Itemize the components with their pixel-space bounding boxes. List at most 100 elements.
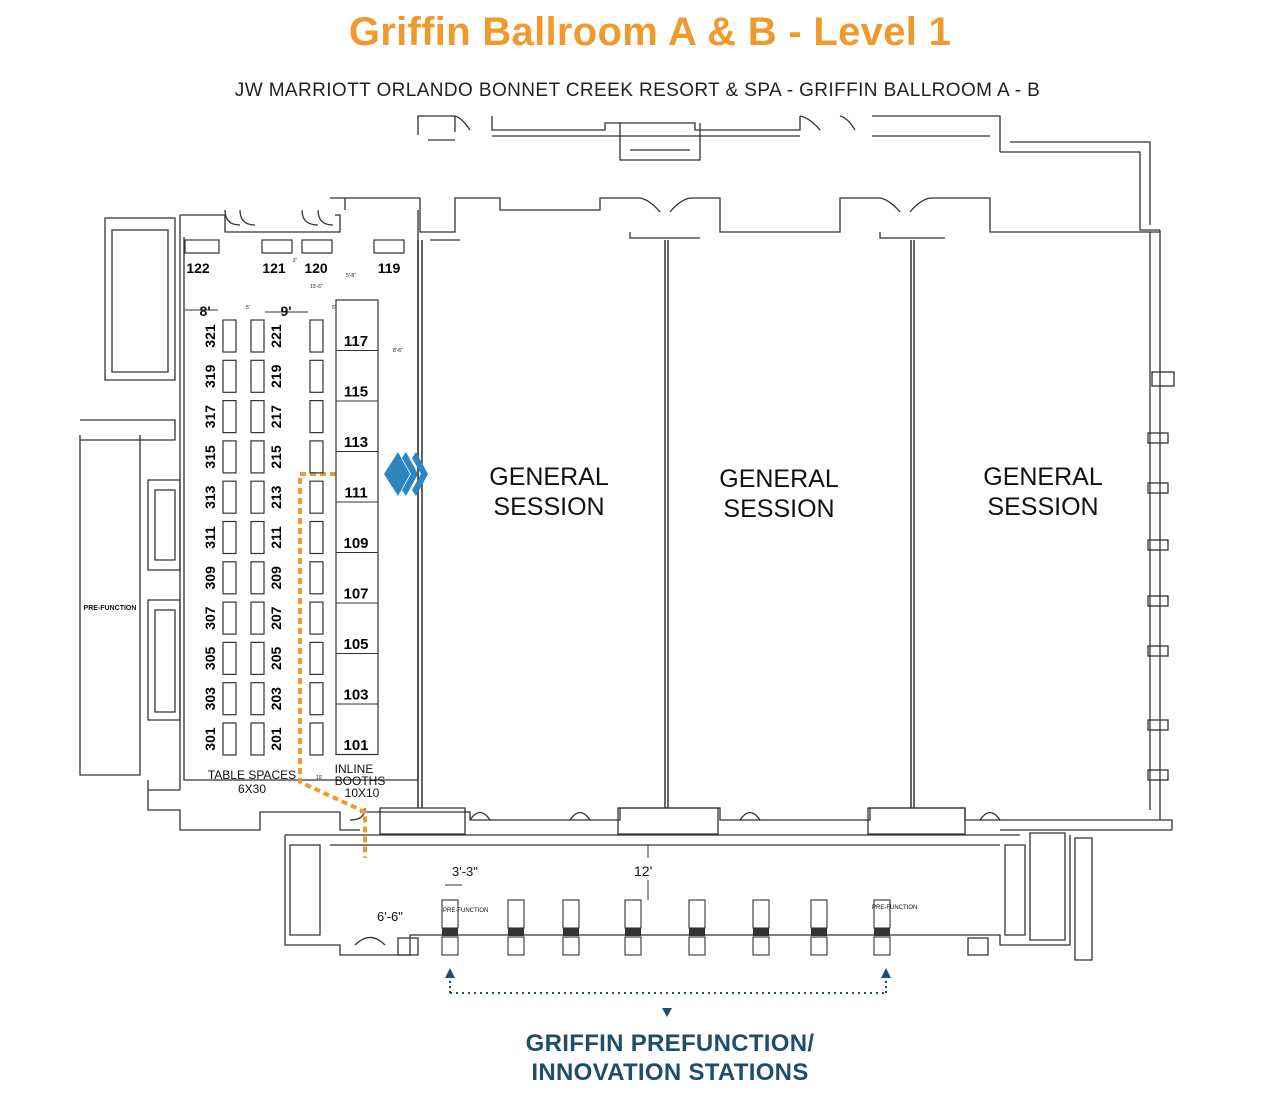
booth-number-307: 307 [202,606,218,630]
table-space-table-319[interactable] [222,359,237,393]
booth-number-319: 319 [202,364,218,388]
booth-number-313: 313 [202,485,218,509]
booth-number-115[interactable]: 115 [344,384,368,401]
dimension-small-5: 5'-8" [346,273,356,279]
station-base [753,928,769,936]
table-space-table-309[interactable] [222,561,237,595]
dimension-marks [185,309,649,900]
booth-number-219: 219 [268,364,284,388]
table-space-table-213[interactable] [250,480,265,514]
booth-number-103[interactable]: 103 [343,687,368,704]
booth-number-207: 207 [268,606,284,630]
booth-number-215: 215 [268,445,284,469]
innovation-station[interactable] [562,899,580,929]
table-space-table-209[interactable] [250,561,265,595]
booth-number-101[interactable]: 101 [343,737,368,754]
booth-number-217: 217 [268,405,284,429]
booth-number-221: 221 [268,324,284,348]
table-space-inner[interactable] [309,520,324,555]
dimension-station-width: 3'-3" [452,864,478,879]
table-space-table-313[interactable] [222,480,237,514]
table-space-table-307[interactable] [222,601,237,635]
innovation-station[interactable] [752,899,770,929]
station-base [442,928,458,936]
booth-number-301: 301 [202,727,218,751]
prefunction-corridor-label-1: PRE-FUNCTION [443,908,488,914]
booth-number-315: 315 [202,445,218,469]
innovation-station[interactable] [507,899,525,929]
station-base [811,928,827,936]
innovation-station[interactable] [810,899,828,929]
table-space-table-317[interactable] [222,400,237,434]
table-space-table-215[interactable] [250,440,265,474]
prefunction-side-label: PRE-FUNCTION [84,605,137,612]
dimension-small-7: 10' [316,775,323,781]
table-space-inner[interactable] [309,480,324,514]
table-space-inner[interactable] [309,400,324,434]
table-space-table-301[interactable] [222,722,237,756]
dimension-12ft: 12' [634,863,652,879]
booth-number-321: 321 [202,324,218,348]
room-label-a-line1: GENERAL [489,463,609,491]
booth-number-105[interactable]: 105 [343,636,368,653]
station-base [508,928,524,936]
booth-number-209: 209 [268,566,284,590]
table-space-table-217[interactable] [250,400,265,434]
booth-number-111[interactable]: 111 [344,485,367,502]
booth-number-119: 119 [378,260,401,276]
table-spaces-label: TABLE SPACES [208,768,296,782]
dimension-8ft: 8' [199,303,210,319]
table-space-table-315[interactable] [222,440,237,474]
table-spaces-size: 6X30 [238,782,266,796]
table-space-table-203[interactable] [250,682,265,716]
booth-number-311: 311 [202,526,218,549]
room-label-c-line2: SESSION [987,493,1098,521]
table-space-inner[interactable] [309,601,324,635]
table-space-table-211[interactable] [250,520,265,555]
top-row-booths [184,239,405,254]
table-space-table-207[interactable] [250,601,265,635]
station-column [688,936,706,956]
innovation-station[interactable] [624,899,642,929]
table-space-inner[interactable] [309,561,324,595]
table-space-inner[interactable] [309,641,324,676]
station-column [562,936,580,956]
table-space-table-311[interactable] [222,520,237,555]
dimension-station-depth: 6'-6" [377,909,403,924]
booth-number-317: 317 [202,405,218,429]
walking-route [298,472,367,858]
table-space-inner[interactable] [309,440,324,474]
booth-number-107[interactable]: 107 [343,586,368,603]
innovation-station[interactable] [441,899,459,929]
table-space-table-205[interactable] [250,641,265,676]
page-title: Griffin Ballroom A & B - Level 1 [348,10,952,54]
innovation-station[interactable] [688,899,706,929]
dimension-small-1: 5' [246,305,250,311]
booth-number-117[interactable]: 117 [344,333,368,350]
booth-number-203: 203 [268,687,284,711]
table-space-table-305[interactable] [222,641,237,676]
table-space-table-221[interactable] [250,319,265,353]
table-space-inner[interactable] [309,682,324,716]
table-space-inner[interactable] [309,319,324,353]
booth-number-109[interactable]: 109 [343,535,368,552]
dimension-9ft: 9' [280,303,291,319]
dimension-small-4: 13'-6" [310,284,323,290]
entry-chevron-icon [384,452,428,496]
table-space-inner[interactable] [309,722,324,756]
table-space-table-219[interactable] [250,359,265,393]
booth-number-211: 211 [268,526,284,549]
dimension-small-2: 5' [332,305,336,311]
stations-range-arrow [445,968,891,1017]
booth-number-113[interactable]: 113 [344,434,368,451]
table-space-inner[interactable] [309,359,324,393]
station-column [752,936,770,956]
booth-number-309: 309 [202,566,218,590]
table-space-table-201[interactable] [250,722,265,756]
station-base [874,928,890,936]
table-space-table-321[interactable] [222,319,237,353]
table-space-table-303[interactable] [222,682,237,716]
station-base [563,928,579,936]
